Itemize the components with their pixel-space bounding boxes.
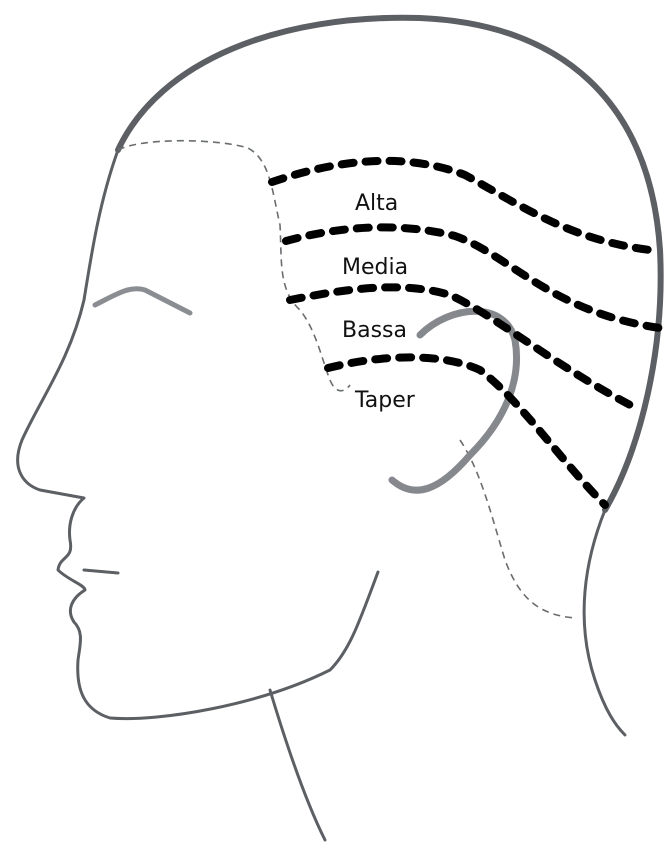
neck-back-line <box>584 510 625 735</box>
nape-hairline <box>460 440 575 618</box>
hairline-outline <box>118 141 350 391</box>
fade-line-taper <box>328 357 605 505</box>
label-taper: Taper <box>354 388 416 413</box>
label-media: Media <box>342 255 408 280</box>
label-alta: Alta <box>355 191 398 216</box>
eyebrow <box>95 289 190 313</box>
lips-line <box>84 570 118 573</box>
label-bassa: Bassa <box>342 318 407 343</box>
neck-front-line <box>270 690 325 840</box>
